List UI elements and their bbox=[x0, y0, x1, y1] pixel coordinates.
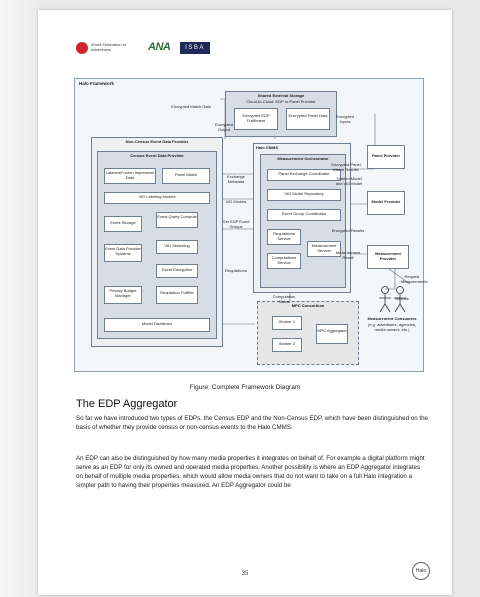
panel-provider-box: Panel Provider bbox=[367, 145, 405, 169]
edge-label: Encrypted Match Data bbox=[171, 104, 211, 109]
consumers-label: Measurement Consumers bbox=[367, 316, 417, 321]
measurement-provider-box: Measurement Provider bbox=[367, 245, 409, 269]
edge-label: Get EDP Event Groups bbox=[222, 219, 250, 229]
edge-label: Exchange Metadata bbox=[227, 174, 245, 184]
consumers-sub: (e.g. advertisers, agencies, media owner… bbox=[367, 322, 417, 332]
edp-item-event-encryption: Event Encryption bbox=[156, 264, 198, 278]
edge-label: Encrypted Panel Match Results bbox=[331, 162, 361, 172]
vid-model-repository: VID Model Repository bbox=[267, 189, 341, 201]
isba-logo: ISBA bbox=[180, 42, 210, 54]
diagram-title: Halo Framework bbox=[79, 81, 115, 86]
requisitions-service: Requisitions Service bbox=[267, 229, 301, 245]
halo-badge: Halo bbox=[412, 562, 430, 580]
edge-label: Request Measurements bbox=[401, 274, 428, 284]
non-census-edp-title: Non-Census Event Data Provider bbox=[125, 139, 189, 144]
census-edp-box: Census Event Data Provider Labeled/Froze… bbox=[97, 151, 217, 339]
consumers-icon bbox=[379, 286, 406, 313]
edp-item-panel-match: Panel Match bbox=[162, 168, 210, 184]
panel-exchange-coordinator: Panel Exchange Coordinator bbox=[267, 169, 341, 181]
encrypted-panel-data: Encrypted Panel Data bbox=[286, 108, 330, 130]
mpc-aggregator: MPC Aggregator bbox=[316, 324, 348, 344]
paragraph-1: So far we have introduced two types of E… bbox=[76, 415, 428, 431]
halo-cmms-box: Halo CMMS Measurement Orchestrator Panel… bbox=[253, 143, 351, 293]
edge-label: Computation Status bbox=[272, 294, 296, 304]
document-page: World Federation of Advertisers ANA ISBA bbox=[38, 10, 452, 595]
edge-label: Encrypted Results bbox=[331, 228, 365, 233]
edge-label: Encrypted Inputs bbox=[335, 114, 354, 124]
mpc-worker-2: Worker 2 bbox=[272, 338, 302, 352]
mpc-worker-1: Worker 1 bbox=[272, 316, 302, 330]
background-edge bbox=[0, 0, 40, 597]
edp-item-event-query: Event Query Compute bbox=[156, 212, 198, 228]
orchestrator-title: Measurement Orchestrator bbox=[277, 156, 329, 161]
wfa-logo-text: World Federation of Advertisers bbox=[91, 42, 127, 52]
page-number: 35 bbox=[241, 571, 249, 577]
edp-item-privacy-budget: Privacy Budget Manager bbox=[104, 286, 142, 304]
section-title: The EDP Aggregator bbox=[76, 398, 178, 410]
framework-diagram: Halo Framework Shared External Storage C… bbox=[74, 78, 428, 372]
event-group-coordinator: Event Group Coordinator bbox=[267, 209, 341, 221]
ana-logo: ANA bbox=[148, 41, 171, 53]
orchestrator-box: Measurement Orchestrator Panel Exchange … bbox=[260, 154, 346, 288]
shared-storage-subtitle: Cloud-to-Cloud: EDP or Panel Provider bbox=[246, 99, 316, 104]
edp-item-model-distributor: Model Distributor bbox=[104, 318, 210, 332]
measurement-service: Measurement Service bbox=[307, 241, 341, 257]
wfa-logo-icon bbox=[76, 42, 88, 54]
edp-item-event-storage: Event Storage bbox=[104, 216, 142, 232]
edp-item-requisition-fulfiller: Requisition Fulfiller bbox=[156, 286, 198, 304]
edp-item-vid-labeling: VID Labeling Models bbox=[104, 192, 210, 204]
edp-item-vid-sketching: VID Sketching bbox=[156, 240, 198, 254]
shared-storage-title: Shared External Storage bbox=[257, 93, 305, 98]
halo-cmms-title: Halo CMMS bbox=[256, 145, 278, 150]
census-edp-title: Census Event Data Provider bbox=[130, 153, 184, 158]
edp-item-impression-data: Labeled/Frozen Impression Data bbox=[104, 168, 156, 184]
edp-item-edp-systems: Event Data Provider Systems bbox=[104, 244, 142, 262]
computations-service: Computations Service bbox=[267, 253, 301, 269]
mpc-consortium-box: MPC Consortium Worker 1 Worker 2 MPC Agg… bbox=[257, 301, 359, 365]
edge-label: Trained Model and VID Model bbox=[335, 176, 363, 186]
mpc-consortium-title: MPC Consortium bbox=[291, 303, 325, 308]
figure-caption: Figure: Complete Framework Diagram bbox=[189, 384, 301, 391]
edge-label: Results bbox=[395, 296, 409, 301]
encrypted-edp-fulfillment: Encrypted EDP Fulfillment bbox=[234, 108, 278, 130]
edge-label: Requisitions bbox=[225, 268, 247, 273]
edge-label: Encrypted Output bbox=[214, 122, 233, 132]
edge-label: VID Models bbox=[225, 199, 247, 204]
edge-label: Measurement Result bbox=[335, 250, 361, 260]
model-provider-box: Model Provider bbox=[367, 191, 405, 215]
shared-storage-box: Shared External Storage Cloud-to-Cloud: … bbox=[225, 91, 337, 137]
paragraph-2: An EDP can also be distinguished by how … bbox=[76, 455, 425, 489]
